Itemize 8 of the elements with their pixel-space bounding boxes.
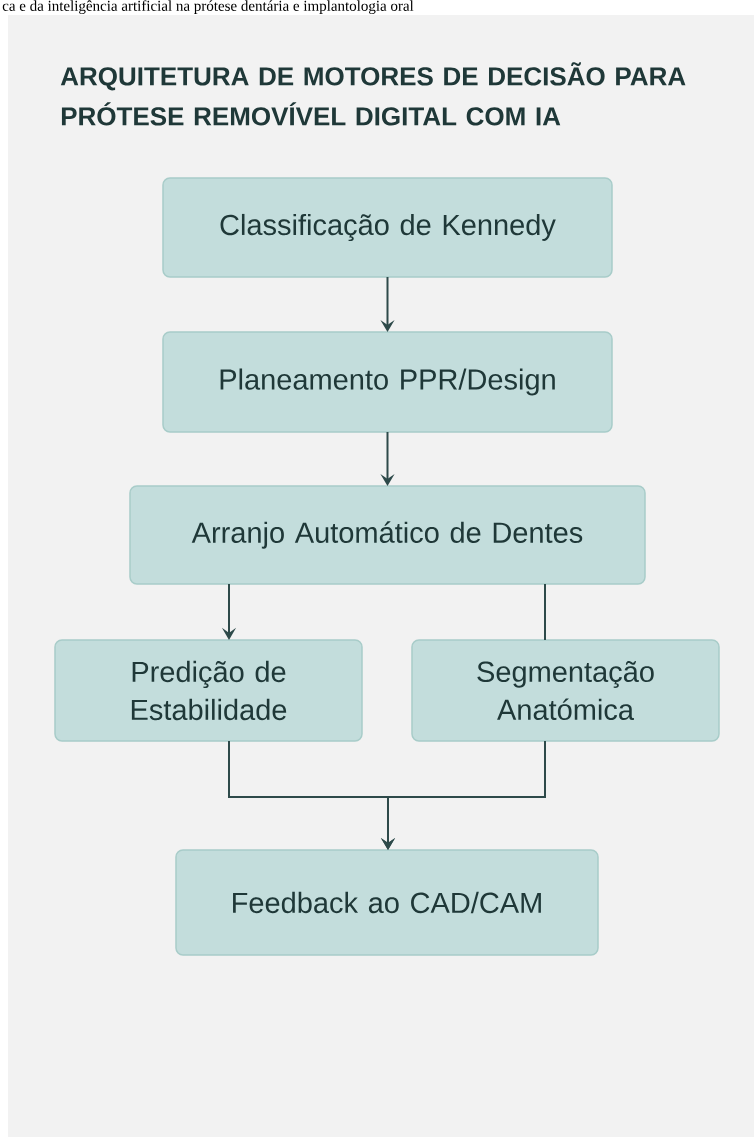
caption-text: ca e da inteligência artificial na prótese dentária e implantologia oral xyxy=(2,0,414,14)
title: ARQUITETURA DE MOTORES DE DECISÃO PARA PRÓTESE REMOVÍVEL DIGITAL COM IA xyxy=(60,62,686,126)
process-box: Classificação de Kennedy xyxy=(162,177,613,278)
process-box: Feedback ao CAD/CAM xyxy=(175,849,599,956)
process-box: Segmentação Anatómica xyxy=(411,639,720,742)
process-box: Planeamento PPR/Design xyxy=(162,331,613,433)
process-box: Arranjo Automático de Dentes xyxy=(129,485,646,585)
process-box: Predição de Estabilidade xyxy=(54,639,363,742)
